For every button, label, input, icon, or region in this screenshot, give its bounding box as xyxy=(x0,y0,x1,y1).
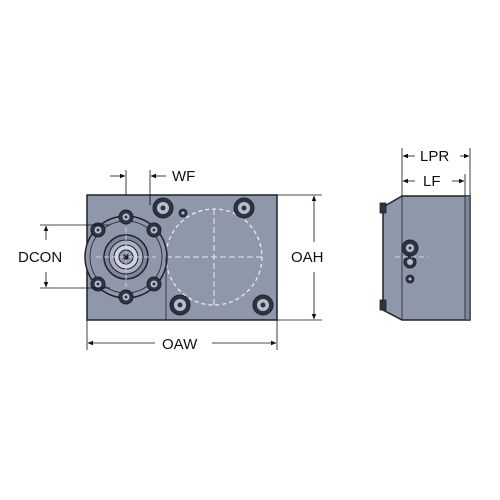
flange-bolt-bottom-icon xyxy=(118,289,134,305)
flange-bolt-right-bottom-icon xyxy=(146,276,162,292)
side-port-upper-icon xyxy=(401,239,419,257)
wf-label: WF xyxy=(172,168,195,185)
flange-bolt-left-top-icon xyxy=(90,222,106,238)
oaw-label: OAW xyxy=(162,336,198,353)
flange-bolt-left-bottom-icon xyxy=(90,276,106,292)
body-bolt-bottom-right-icon xyxy=(252,294,274,316)
dcon-label: DCON xyxy=(18,249,62,266)
lf-dimension: LF xyxy=(402,173,466,196)
front-view xyxy=(84,194,278,321)
lpr-dimension: LPR xyxy=(401,148,471,196)
side-port-lower-icon xyxy=(403,255,417,269)
oah-dimension: OAH xyxy=(277,194,324,321)
side-hole-icon xyxy=(405,274,415,284)
flange-bolt-right-top-icon xyxy=(146,222,162,238)
oaw-dimension: OAW xyxy=(86,320,278,353)
side-view xyxy=(379,195,471,321)
spindle-bore xyxy=(96,227,156,287)
side-pin-top xyxy=(379,202,387,214)
body-bolt-top-right-icon xyxy=(233,197,255,219)
oah-label: OAH xyxy=(291,249,324,266)
dcon-dimension: DCON xyxy=(18,224,110,289)
flange-bolt-top-icon xyxy=(118,209,134,225)
small-hole-icon xyxy=(178,208,188,218)
body-bolt-top-left-icon xyxy=(152,197,174,219)
body-bolt-bottom-left-icon xyxy=(169,294,191,316)
lf-label: LF xyxy=(423,173,441,190)
wf-dimension: WF xyxy=(110,168,195,195)
side-body xyxy=(382,195,471,321)
lpr-label: LPR xyxy=(420,148,449,165)
side-pin-bottom xyxy=(379,299,387,311)
